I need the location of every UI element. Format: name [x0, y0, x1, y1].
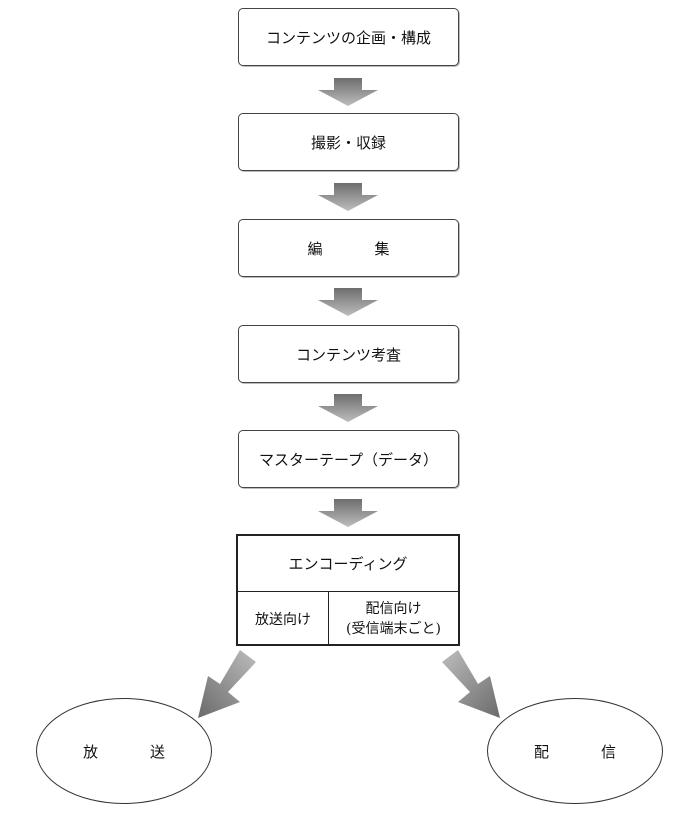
down-arrow-1	[318, 78, 378, 106]
down-arrow-3	[318, 288, 378, 316]
left-diagonal-arrow	[198, 650, 256, 718]
down-arrow-4	[318, 394, 378, 422]
distribution-branch-cell: 配信向け (受信端末ごと)	[329, 592, 458, 645]
distribution-branch-line1: 配信向け	[365, 600, 422, 617]
encoding-box: エンコーディング 放送向け 配信向け (受信端末ごと)	[236, 534, 460, 646]
right-diagonal-arrow	[442, 650, 500, 718]
step-shooting-label: 撮影・収録	[310, 133, 386, 152]
distribution-output-ellipse: 配 信	[487, 698, 663, 804]
distribution-output-label-a: 配	[533, 742, 549, 761]
step-editing-label-a: 編	[307, 239, 323, 258]
broadcast-output-label-b: 送	[150, 742, 166, 761]
down-arrow-2	[318, 183, 378, 211]
down-arrow-5	[318, 499, 378, 527]
encoding-title-cell: エンコーディング	[238, 536, 458, 592]
broadcast-branch-label: 放送向け	[255, 611, 311, 628]
encoding-title: エンコーディング	[288, 555, 408, 573]
step-master-tape-label: マスターテープ（データ）	[258, 450, 439, 469]
step-editing-box: 編 集	[238, 219, 459, 277]
step-planning-box: コンテンツの企画・構成	[238, 8, 459, 66]
step-review-label: コンテンツ考査	[295, 345, 401, 364]
broadcast-output-label-a: 放	[82, 742, 98, 761]
broadcast-output-ellipse: 放 送	[36, 698, 212, 804]
distribution-output-label-b: 信	[601, 742, 617, 761]
step-shooting-box: 撮影・収録	[238, 113, 459, 171]
distribution-branch-line2: (受信端末ごと)	[346, 620, 441, 637]
step-master-tape-box: マスターテープ（データ）	[238, 430, 459, 488]
step-review-box: コンテンツ考査	[238, 325, 459, 383]
step-planning-label: コンテンツの企画・構成	[265, 28, 431, 47]
step-editing-label-b: 集	[374, 239, 390, 258]
broadcast-branch-cell: 放送向け	[238, 592, 329, 645]
